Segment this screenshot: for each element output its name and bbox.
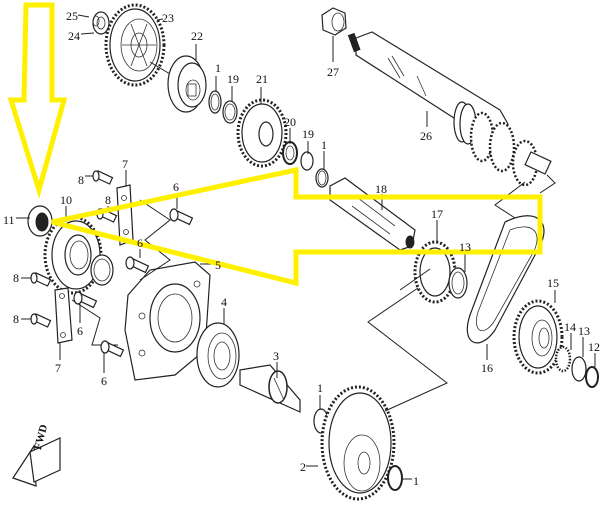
callout-11: 11 <box>3 213 15 227</box>
shaft-3 <box>239 362 301 413</box>
shaft-26 <box>321 7 556 194</box>
callout-8: 8 <box>13 271 19 285</box>
callout-26: 26 <box>420 129 432 143</box>
gear-23-group <box>77 3 181 87</box>
callout-27: 27 <box>327 65 339 79</box>
gear-17 <box>413 220 468 304</box>
callout-15: 15 <box>547 276 559 290</box>
housing-5 <box>16 170 213 381</box>
callout-20: 20 <box>284 115 296 129</box>
callout-6: 6 <box>137 236 143 250</box>
flange-22 <box>167 44 207 113</box>
callout-16: 16 <box>481 361 493 375</box>
callout-17: 17 <box>431 207 443 221</box>
callout-18: 18 <box>375 182 387 196</box>
callout-6: 6 <box>173 180 179 194</box>
callout-13: 13 <box>578 324 590 338</box>
chain-16 <box>466 215 545 360</box>
callout-13: 13 <box>459 240 471 254</box>
callout-7: 7 <box>122 157 128 171</box>
gear-15-group <box>512 290 599 388</box>
callout-19: 19 <box>302 127 314 141</box>
callout-25: 25 <box>66 9 78 23</box>
callout-1: 1 <box>321 138 327 152</box>
callout-10: 10 <box>60 193 72 207</box>
shaft-18 <box>329 177 416 251</box>
callout-8: 8 <box>105 193 111 207</box>
down-arrow-annotation <box>7 2 68 199</box>
callout-1: 1 <box>413 474 419 488</box>
callout-19: 19 <box>227 72 239 86</box>
callout-23: 23 <box>162 11 174 25</box>
callout-12: 12 <box>588 340 600 354</box>
callout-6: 6 <box>101 374 107 388</box>
bearing-4 <box>196 308 240 388</box>
callout-4: 4 <box>221 295 227 309</box>
callout-22: 22 <box>191 29 203 43</box>
left-arrow-annotation <box>51 166 543 287</box>
callout-21: 21 <box>256 72 268 86</box>
callout-1: 1 <box>215 61 221 75</box>
callout-7: 7 <box>55 361 61 375</box>
callout-3: 3 <box>273 349 279 363</box>
callout-6: 6 <box>77 324 83 338</box>
callout-1: 1 <box>317 381 323 395</box>
callout-24: 24 <box>68 29 80 43</box>
callout-14: 14 <box>564 320 576 334</box>
fwd-badge <box>12 437 61 487</box>
callout-8: 8 <box>78 173 84 187</box>
gear-2 <box>306 385 412 501</box>
callout-2: 2 <box>300 460 306 474</box>
gear-21 <box>236 87 288 168</box>
callout-5: 5 <box>215 258 221 272</box>
callout-8: 8 <box>13 312 19 326</box>
